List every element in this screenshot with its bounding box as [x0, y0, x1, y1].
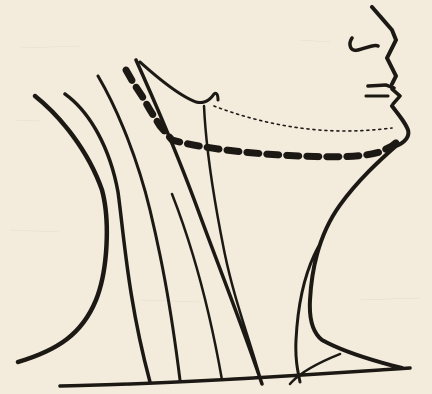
- lower-muscle-line: [172, 194, 222, 380]
- mandible-lower-border-dotted: [214, 106, 392, 131]
- lower-lip-line: [392, 89, 400, 104]
- nostril-mark: [350, 38, 378, 50]
- nape-outline: [18, 96, 107, 362]
- upper-lip-line: [368, 85, 394, 88]
- sternocleidomastoid-line: [136, 60, 262, 384]
- throat-front-line: [310, 146, 402, 368]
- clavicle-base-line: [60, 368, 410, 386]
- paper-texture: [10, 40, 420, 302]
